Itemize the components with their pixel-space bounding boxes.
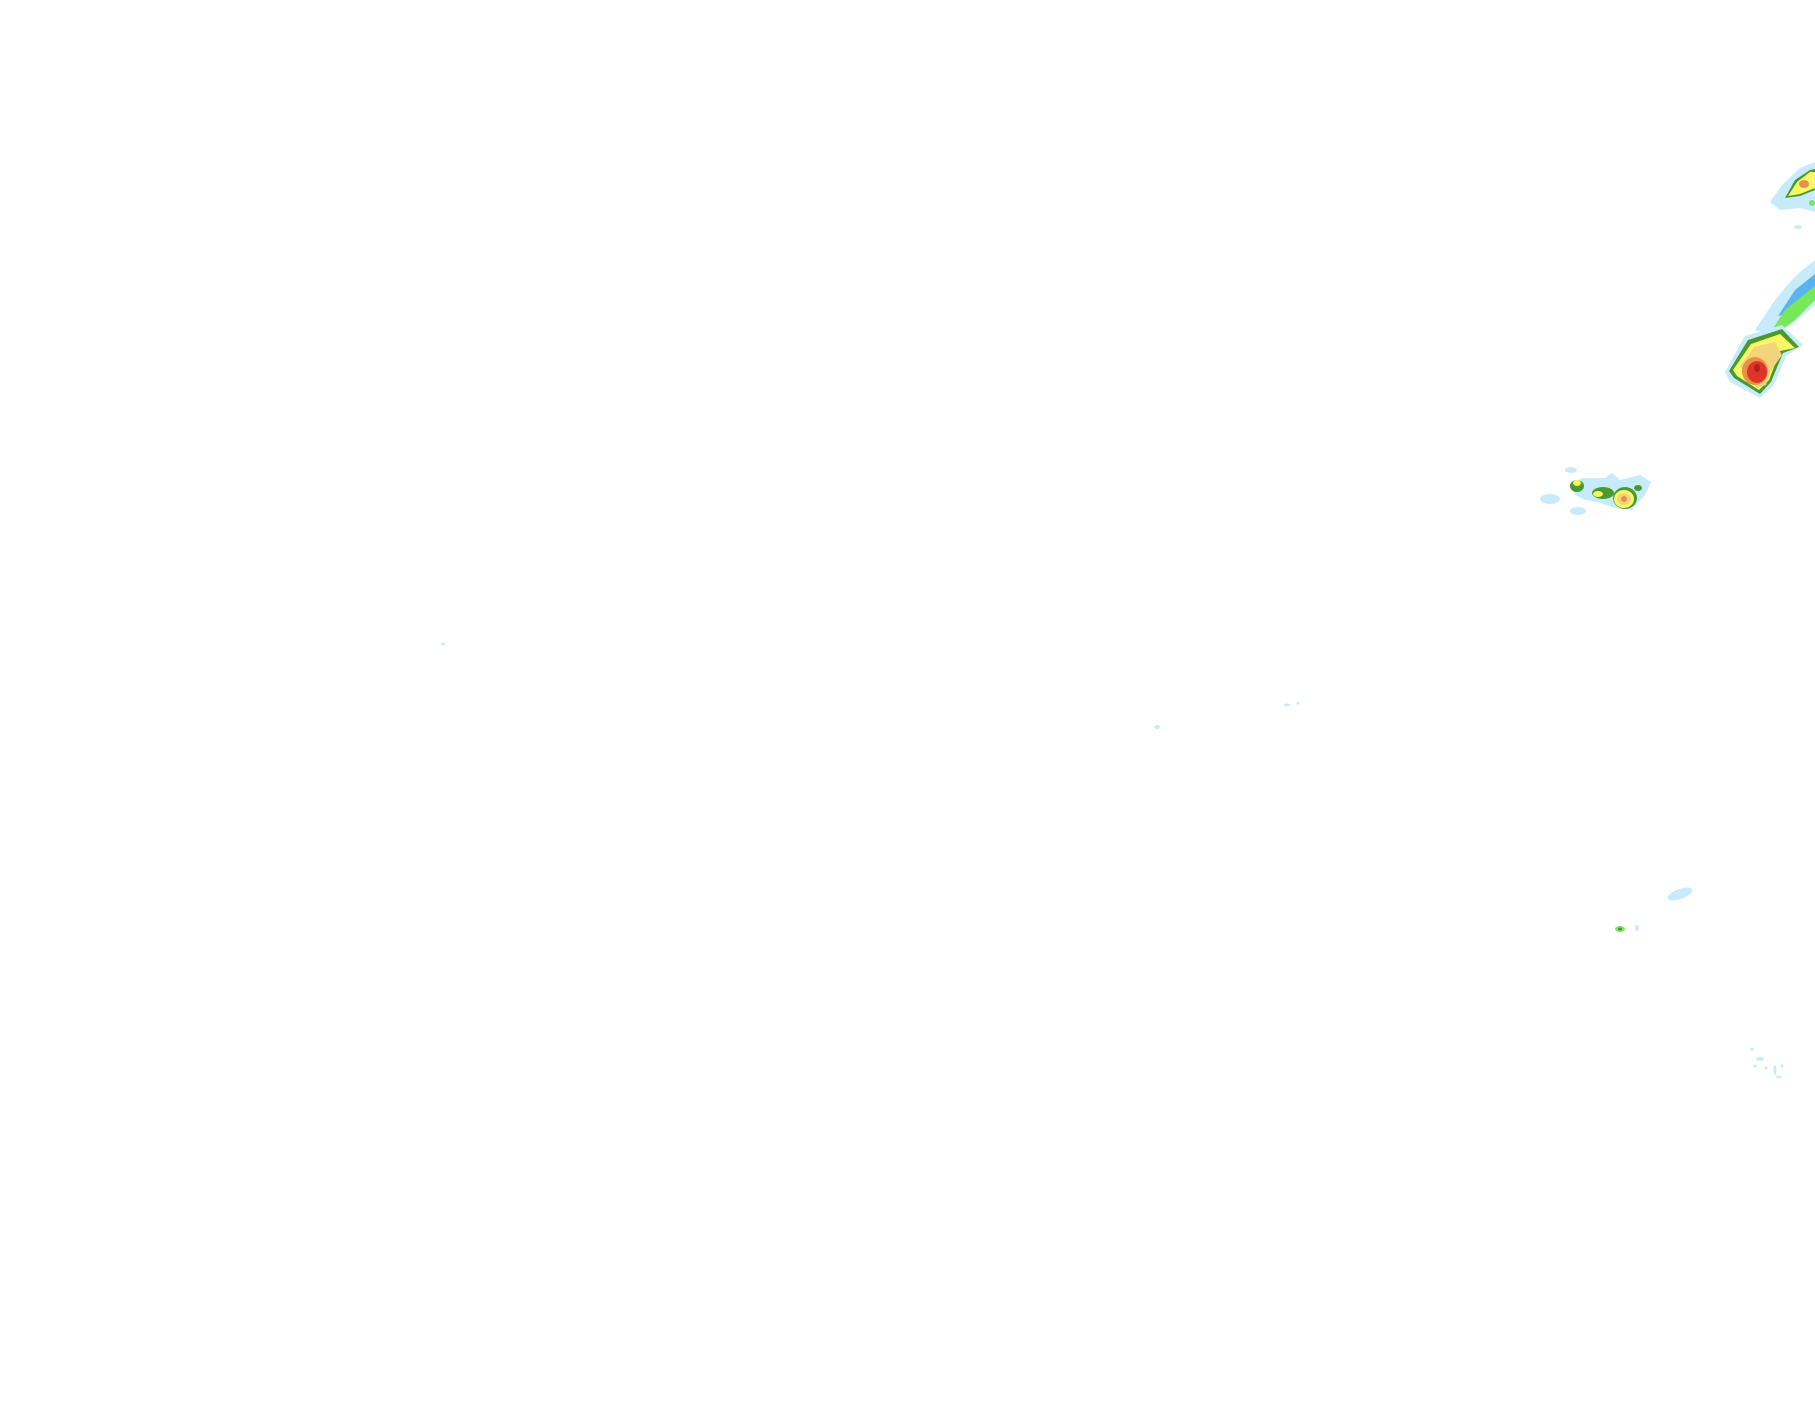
precip-band — [1778, 274, 1815, 316]
precip-speck — [1773, 1065, 1777, 1075]
storm-cluster-east — [1540, 467, 1651, 515]
precip-speck — [1753, 1064, 1757, 1068]
precip-speck — [1618, 927, 1622, 931]
precip-speck — [1794, 225, 1802, 229]
precip-speck — [1776, 1075, 1782, 1079]
precip-speck — [441, 642, 445, 646]
precip-core — [1754, 364, 1760, 372]
precip-core — [1593, 491, 1603, 497]
precip-cell — [1634, 485, 1642, 491]
scattered-precip — [441, 642, 1784, 1079]
storm-cell-intense — [1725, 325, 1803, 398]
precip-speck — [1296, 701, 1300, 705]
precip-speck — [1750, 1047, 1754, 1051]
precip-band — [1772, 286, 1815, 330]
precip-patch — [1667, 887, 1693, 901]
precip-speck — [1764, 1066, 1768, 1070]
precip-core — [1573, 480, 1581, 486]
squall-line — [1755, 260, 1815, 335]
precip-core — [1621, 496, 1627, 502]
precip-halo — [1565, 467, 1577, 473]
precip-speck — [1809, 200, 1815, 206]
precip-core — [1799, 180, 1809, 188]
precip-speck — [1635, 925, 1639, 931]
precip-speck — [1780, 1064, 1784, 1068]
precip-speck — [1284, 703, 1290, 707]
precip-speck — [1756, 1057, 1764, 1061]
precip-speck — [1154, 725, 1160, 729]
precip-halo — [1570, 507, 1586, 515]
storm-cell-northeast — [1770, 162, 1815, 229]
precip-halo — [1540, 494, 1560, 504]
precip-halo — [1755, 260, 1815, 335]
